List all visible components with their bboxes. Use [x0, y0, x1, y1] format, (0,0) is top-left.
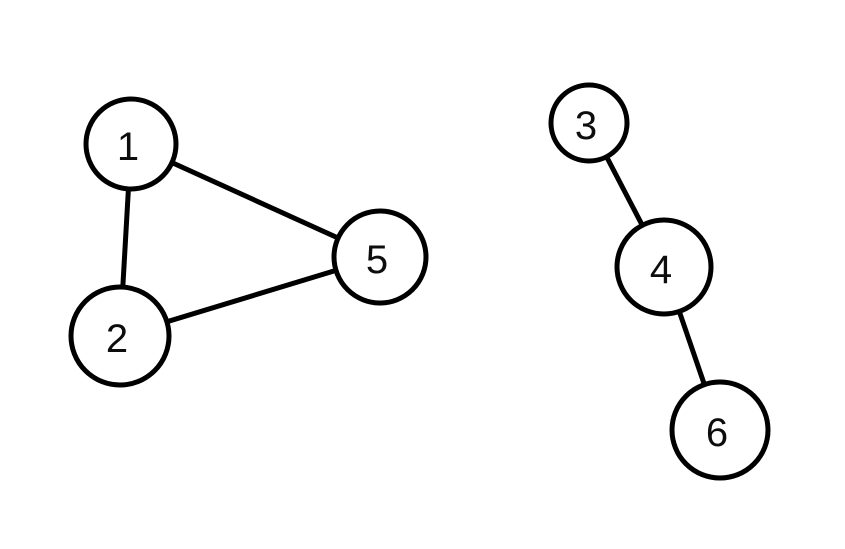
graph-node-3: 3 [548, 82, 630, 164]
graph-node-label-5: 5 [366, 238, 388, 282]
graph-node-circle-1 [83, 96, 179, 192]
graph-node-label-1: 1 [117, 125, 139, 169]
graph-node-circle-6 [669, 379, 771, 481]
node-layer: 1 2 5 3 4 6 [68, 82, 771, 481]
graph-node-1: 1 [83, 96, 179, 192]
graph-node-2: 2 [68, 284, 172, 388]
graph-node-label-3: 3 [575, 104, 597, 148]
graph-node-6: 6 [669, 379, 771, 481]
graph-node-5: 5 [331, 208, 429, 306]
graph-node-label-2: 2 [106, 317, 128, 361]
graph-node-label-4: 4 [650, 248, 672, 292]
graph-node-circle-5 [331, 208, 429, 306]
graph-node-4: 4 [614, 217, 714, 317]
graph-node-circle-4 [614, 217, 714, 317]
graph-node-circle-3 [548, 82, 630, 164]
graph-node-label-6: 6 [706, 411, 728, 455]
graph-node-circle-2 [68, 284, 172, 388]
